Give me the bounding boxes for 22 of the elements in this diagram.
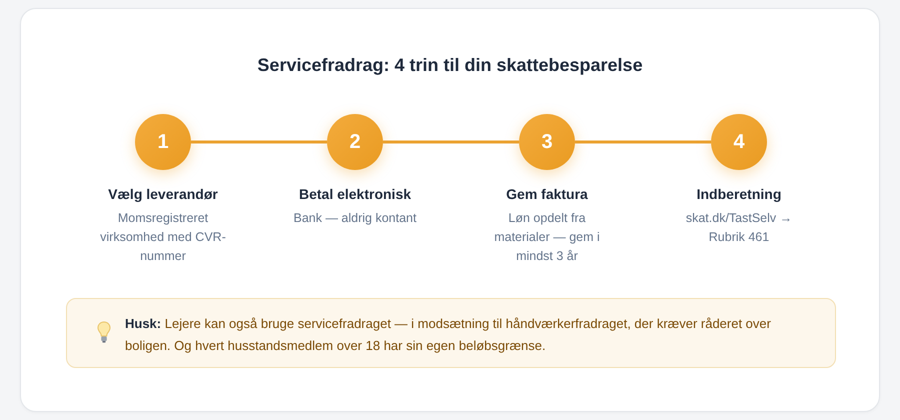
connector-line	[575, 140, 711, 144]
step-circle	[327, 114, 383, 170]
note-box	[66, 298, 836, 368]
step-circle	[135, 114, 191, 170]
title: Servicefradrag: 4 trin til din skattebesparelse	[257, 55, 643, 76]
step-heading: Indberetning	[696, 185, 782, 203]
step-number: 4	[733, 131, 745, 153]
step-description: Løn opdelt fra materialer — gem i mindst 3 år	[493, 210, 601, 265]
step-number: 3	[541, 131, 553, 153]
connector-line	[383, 140, 519, 144]
note-text: Husk: Lejere kan også bruge servicefradraget — i modsætning til håndværkerfradraget, der kræver råderet over boligen. Og hvert husstandsmedlem over 18 har sin egen beløbsgrænse.	[125, 315, 772, 355]
step-description: Bank — aldrig kontant	[292, 210, 418, 227]
step-description: skat.dk/TastSelv → Rubrik 461	[684, 210, 794, 246]
step-number: 2	[349, 131, 361, 153]
step-number: 1	[157, 131, 169, 153]
step-description: Momsregistreret virksomhed med CVR-nummer	[99, 210, 227, 265]
step-circle	[711, 114, 767, 170]
connector-line	[191, 140, 327, 144]
step-heading: Vælg leverandør	[108, 185, 218, 203]
step-heading: Gem faktura	[506, 185, 588, 203]
step-circle	[519, 114, 575, 170]
step-heading: Betal elektronisk	[298, 185, 412, 203]
